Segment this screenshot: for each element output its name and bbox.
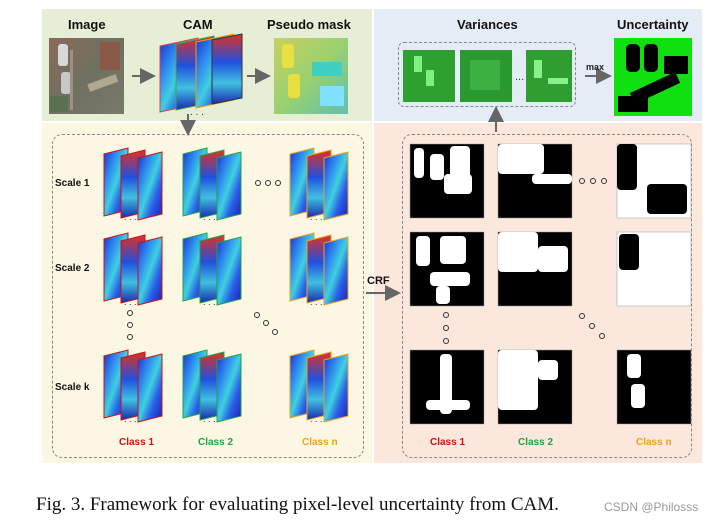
- stack-ellipsis: . . .: [310, 414, 323, 424]
- stack-ellipsis: . . .: [124, 414, 137, 424]
- ellipsis-dot: [590, 178, 596, 184]
- left-class-2-label: Class 2: [198, 437, 234, 448]
- mask-region: [619, 234, 639, 270]
- ellipsis-dot: [127, 310, 133, 316]
- ellipsis-dot: [275, 180, 281, 186]
- cam-map: [137, 236, 163, 306]
- right-class-n-label: Class n: [636, 437, 672, 448]
- mask-region: [538, 360, 558, 380]
- ellipsis-dot: [272, 329, 278, 335]
- crf-label: CRF: [367, 275, 390, 287]
- mask-region: [440, 236, 466, 264]
- mask-region: [414, 148, 424, 178]
- cam-map: [137, 151, 163, 221]
- mask-region: [440, 354, 452, 414]
- pseudo-mask-label: Pseudo mask: [267, 17, 351, 32]
- ellipsis-dot: [255, 180, 261, 186]
- ellipsis-dot: [579, 313, 585, 319]
- figure-caption: Fig. 3. Framework for evaluating pixel-l…: [36, 494, 559, 515]
- scale-label-2: Scale 2: [55, 263, 90, 274]
- mask-region: [430, 272, 470, 286]
- right-class-2-label: Class 2: [518, 437, 554, 448]
- mask-region: [436, 286, 450, 304]
- scale-label-1: Scale 1: [55, 178, 90, 189]
- svg-text:...: ...: [515, 71, 524, 83]
- mask-region: [498, 350, 538, 410]
- variances-dashed-box: [398, 42, 576, 107]
- scale-cam-stacks: . . . . . . . . . . . . . . . . . . . . . . . .…: [103, 147, 349, 424]
- mask-region: [416, 236, 430, 266]
- ellipsis-dot: [127, 334, 133, 340]
- cam-map: [137, 353, 163, 423]
- ellipsis-dot: [265, 180, 271, 186]
- mask-region: [498, 232, 538, 272]
- image-label: Image: [68, 17, 106, 32]
- scale-label-k: Scale k: [55, 382, 90, 393]
- variance-images: ...: [403, 50, 572, 102]
- mask-region: [498, 144, 544, 174]
- stack-ellipsis: . . .: [310, 297, 323, 307]
- stack-ellipsis: . . .: [203, 414, 216, 424]
- ellipsis-dot: [127, 322, 133, 328]
- scales-dashed-box: [52, 134, 364, 458]
- cam-map: [216, 353, 242, 423]
- uncertainty-label: Uncertainty: [617, 17, 689, 32]
- right-class-1-label: Class 1: [430, 437, 466, 448]
- mask-region: [426, 400, 470, 410]
- cam-map: [216, 151, 242, 221]
- masks-dashed-box: [402, 134, 692, 458]
- stack-ellipsis: . . .: [124, 297, 137, 307]
- mask-region: [617, 144, 637, 190]
- stack-ellipsis: . . .: [203, 212, 216, 222]
- cam-map: [323, 151, 349, 221]
- mask-region: [631, 384, 645, 408]
- aerial-image: [49, 38, 124, 114]
- binary-masks: [409, 143, 692, 425]
- cam-map: [323, 236, 349, 306]
- cam-stack-top: . . .: [159, 33, 243, 118]
- stack-ellipsis: . . .: [310, 212, 323, 222]
- stack-ellipsis: . . .: [203, 297, 216, 307]
- cam-map: [323, 353, 349, 423]
- left-class-n-label: Class n: [302, 437, 338, 448]
- mask-region: [450, 146, 470, 186]
- mask-region: [538, 246, 568, 272]
- ellipsis-dot: [443, 338, 449, 344]
- uncertainty-image: [614, 38, 692, 116]
- watermark: CSDN @Philosss: [604, 500, 699, 514]
- stack-ellipsis: . . .: [124, 212, 137, 222]
- pseudo-mask-image: [274, 38, 348, 114]
- ellipsis-dot: [443, 325, 449, 331]
- mask-region: [430, 154, 444, 180]
- mask-region: [647, 184, 687, 214]
- ellipsis-dot: [599, 333, 605, 339]
- ellipsis-dot: [254, 312, 260, 318]
- ellipsis-dot: [443, 312, 449, 318]
- cam-map: [216, 236, 242, 306]
- cam-label: CAM: [183, 17, 213, 32]
- ellipsis-dot: [263, 320, 269, 326]
- mask-region: [627, 354, 641, 378]
- mask-region: [532, 174, 572, 184]
- variances-label: Variances: [457, 17, 518, 32]
- ellipsis-dot: [589, 323, 595, 329]
- left-class-1-label: Class 1: [119, 437, 155, 448]
- max-label: max: [586, 62, 605, 72]
- svg-text:. . .: . . .: [190, 107, 204, 118]
- ellipsis-dot: [601, 178, 607, 184]
- ellipsis-dot: [579, 178, 585, 184]
